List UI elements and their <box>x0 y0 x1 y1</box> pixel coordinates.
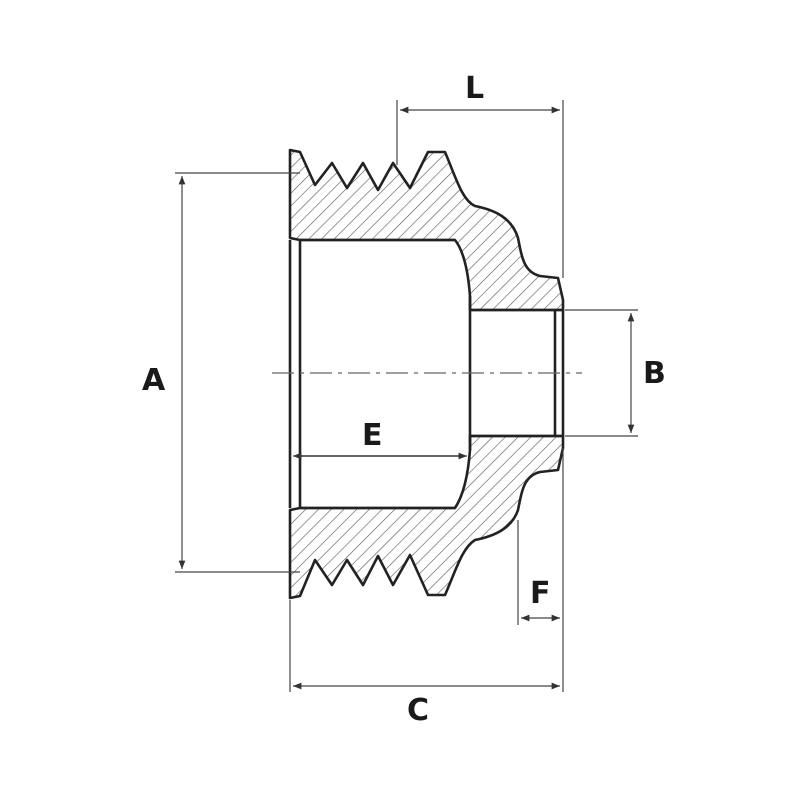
upper-section-hatched <box>288 148 565 312</box>
dim-C-label: C <box>407 693 429 728</box>
dim-L-label: L <box>465 71 484 106</box>
dim-E-label: E <box>362 418 383 453</box>
bore-outline <box>288 238 455 510</box>
dim-F-label: F <box>530 576 551 611</box>
dim-B-label: B <box>643 356 666 391</box>
lower-section-hatched <box>288 434 565 600</box>
dim-A-label: A <box>142 363 166 398</box>
